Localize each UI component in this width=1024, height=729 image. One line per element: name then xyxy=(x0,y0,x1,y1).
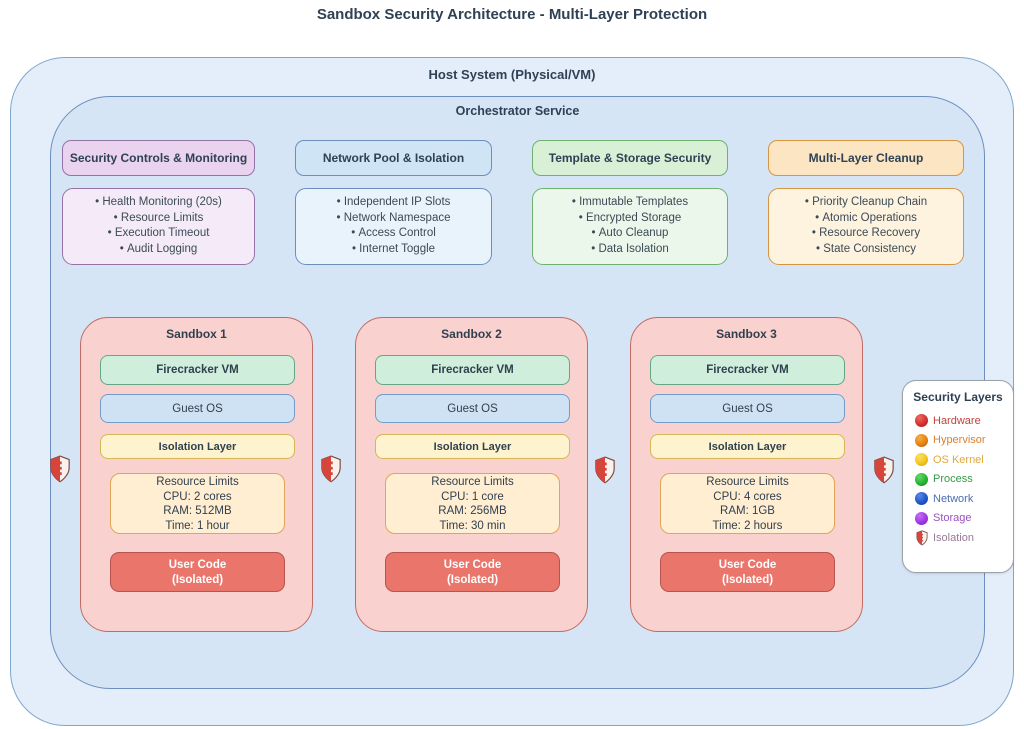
bullet-item: Network Namespace xyxy=(296,211,491,227)
legend-item-hardware: Hardware xyxy=(903,411,1013,431)
isolation-layer-box: Isolation Layer xyxy=(375,434,570,459)
shield-icon xyxy=(50,455,70,483)
bullet-item: Auto Cleanup xyxy=(533,226,727,242)
storage-color-dot xyxy=(915,511,928,525)
bullet-item: Resource Recovery xyxy=(769,226,963,242)
firecracker-vm-box: Firecracker VM xyxy=(650,355,845,385)
orchestrator-label: Orchestrator Service xyxy=(455,104,580,118)
bullet-item: Internet Toggle xyxy=(296,242,491,258)
user-code-box: User Code (Isolated) xyxy=(110,552,285,592)
bullet-item: Audit Logging xyxy=(63,242,254,258)
card-body-security-controls: Health Monitoring (20s) Resource Limits … xyxy=(62,188,255,265)
firecracker-vm-box: Firecracker VM xyxy=(375,355,570,385)
user-code-box: User Code (Isolated) xyxy=(660,552,835,592)
resource-limits-box: Resource Limits CPU: 4 cores RAM: 1GB Ti… xyxy=(660,473,835,534)
user-code-box: User Code (Isolated) xyxy=(385,552,560,592)
resource-time: Time: 30 min xyxy=(439,520,506,533)
sandbox-2: Sandbox 2 Firecracker VM Guest OS Isolat… xyxy=(355,317,588,632)
security-layers-legend: Security Layers Hardware Hypervisor OS K… xyxy=(902,380,1014,573)
shield-icon xyxy=(874,456,894,484)
resource-time: Time: 2 hours xyxy=(712,520,783,533)
bullet-item: Health Monitoring (20s) xyxy=(63,195,254,211)
legend-item-hypervisor: Hypervisor xyxy=(903,431,1013,451)
card-body-template-storage: Immutable Templates Encrypted Storage Au… xyxy=(532,188,728,265)
os-kernel-color-dot xyxy=(915,453,928,467)
host-system-label: Host System (Physical/VM) xyxy=(428,67,596,82)
card-header-template-storage: Template & Storage Security xyxy=(532,140,728,176)
bullet-item: Immutable Templates xyxy=(533,195,727,211)
legend-item-isolation: Isolation xyxy=(903,528,1013,548)
hardware-color-dot xyxy=(915,414,928,428)
resource-ram: RAM: 256MB xyxy=(438,505,507,518)
network-color-dot xyxy=(915,492,928,506)
bullet-item: Encrypted Storage xyxy=(533,211,727,227)
diagram-title: Sandbox Security Architecture - Multi-La… xyxy=(316,6,708,23)
shield-icon xyxy=(916,530,928,546)
sandbox-1: Sandbox 1 Firecracker VM Guest OS Isolat… xyxy=(80,317,313,632)
guest-os-box: Guest OS xyxy=(100,394,295,423)
bullet-item: Independent IP Slots xyxy=(296,195,491,211)
card-header-multilayer-cleanup: Multi-Layer Cleanup xyxy=(768,140,964,176)
resource-title: Resource Limits xyxy=(431,476,514,488)
bullet-item: Access Control xyxy=(296,226,491,242)
shield-icon xyxy=(321,455,341,483)
bullet-item: Resource Limits xyxy=(63,211,254,227)
legend-item-process: Process xyxy=(903,470,1013,490)
sandbox-title: Sandbox 1 xyxy=(166,327,227,341)
resource-cpu: CPU: 4 cores xyxy=(713,490,782,503)
legend-items: Hardware Hypervisor OS Kernel Process Ne… xyxy=(903,411,1013,548)
bullet-item: Atomic Operations xyxy=(769,211,963,227)
card-header-network-pool: Network Pool & Isolation xyxy=(295,140,492,176)
bullet-item: Priority Cleanup Chain xyxy=(769,195,963,211)
firecracker-vm-box: Firecracker VM xyxy=(100,355,295,385)
legend-title: Security Layers xyxy=(913,390,1003,404)
card-body-network-pool: Independent IP Slots Network Namespace A… xyxy=(295,188,492,265)
legend-item-network: Network xyxy=(903,489,1013,509)
sandbox-title: Sandbox 2 xyxy=(441,327,502,341)
shield-icon xyxy=(595,456,615,484)
isolation-layer-box: Isolation Layer xyxy=(100,434,295,459)
sandbox-title: Sandbox 3 xyxy=(716,327,777,341)
legend-item-storage: Storage xyxy=(903,509,1013,529)
resource-limits-box: Resource Limits CPU: 2 cores RAM: 512MB … xyxy=(110,473,285,534)
resource-title: Resource Limits xyxy=(706,476,789,488)
resource-cpu: CPU: 2 cores xyxy=(163,490,232,503)
process-color-dot xyxy=(915,472,928,486)
sandbox-3: Sandbox 3 Firecracker VM Guest OS Isolat… xyxy=(630,317,863,632)
bullet-item: Execution Timeout xyxy=(63,226,254,242)
resource-title: Resource Limits xyxy=(156,476,239,488)
bullet-item: Data Isolation xyxy=(533,242,727,258)
card-header-security-controls: Security Controls & Monitoring xyxy=(62,140,255,176)
bullet-item: State Consistency xyxy=(769,242,963,258)
resource-time: Time: 1 hour xyxy=(165,520,230,533)
card-body-multilayer-cleanup: Priority Cleanup Chain Atomic Operations… xyxy=(768,188,964,265)
resource-limits-box: Resource Limits CPU: 1 core RAM: 256MB T… xyxy=(385,473,560,534)
hypervisor-color-dot xyxy=(915,433,928,447)
guest-os-box: Guest OS xyxy=(650,394,845,423)
guest-os-box: Guest OS xyxy=(375,394,570,423)
isolation-layer-box: Isolation Layer xyxy=(650,434,845,459)
resource-ram: RAM: 512MB xyxy=(163,505,232,518)
resource-ram: RAM: 1GB xyxy=(720,505,775,518)
resource-cpu: CPU: 1 core xyxy=(441,490,504,503)
legend-item-os-kernel: OS Kernel xyxy=(903,450,1013,470)
